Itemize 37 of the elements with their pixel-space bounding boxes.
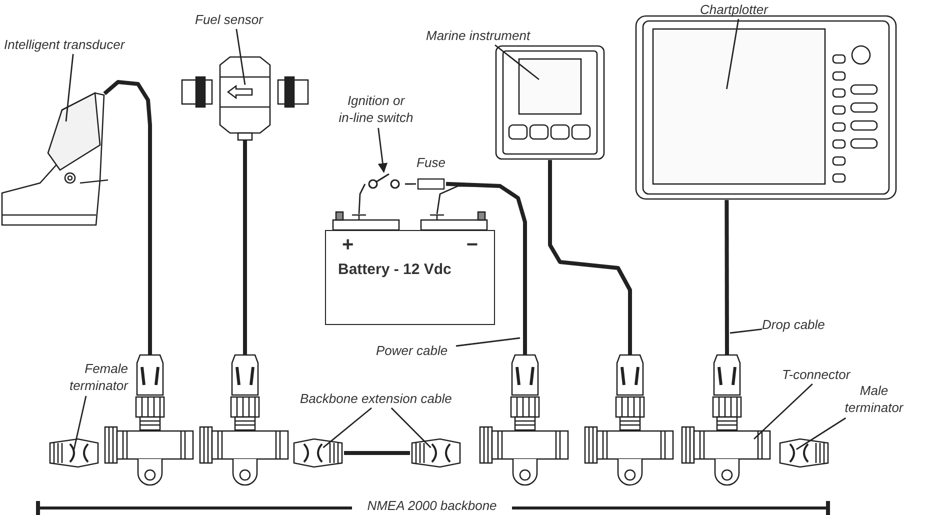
leader-line [726, 18, 740, 90]
battery-label: Battery - 12 Vdc [338, 260, 452, 280]
battery [325, 210, 495, 325]
arrow [378, 128, 388, 173]
part-label: T-connector [782, 366, 862, 383]
cable [103, 80, 152, 355]
cable [724, 200, 729, 355]
cable [344, 451, 410, 455]
part-label: Fuel sensor [195, 11, 275, 28]
display-unit-drawing [635, 15, 897, 200]
part-label: Intelligent transducer [4, 36, 144, 53]
terminal-sign: + [342, 235, 354, 255]
leader-line [322, 407, 372, 448]
part-label: Female terminator [52, 360, 128, 394]
leader-line [236, 28, 246, 85]
instrument-drawing [495, 45, 605, 160]
leader-line [65, 54, 74, 122]
part-label: Ignition or in-line switch [330, 92, 422, 126]
cable [548, 160, 632, 355]
wire [405, 183, 416, 185]
leader-line [73, 396, 87, 450]
part-label: Power cable [376, 342, 456, 359]
part-label: Drop cable [762, 316, 834, 333]
part-label: Backbone extension cable [300, 390, 465, 407]
leader-line [456, 337, 520, 347]
part-label: Male terminator [838, 382, 910, 416]
part-label: Chartplotter [700, 1, 780, 18]
leader-line [754, 384, 813, 440]
fuel-sensor-drawing [180, 55, 310, 140]
wire [358, 184, 366, 214]
terminal-sign: − [466, 235, 478, 255]
leader-line [796, 417, 846, 450]
cable [243, 140, 247, 355]
part-label: Fuse [416, 154, 446, 171]
leader-line [390, 408, 432, 448]
leader-line [730, 328, 762, 334]
part-label: Marine instrument [426, 27, 541, 44]
